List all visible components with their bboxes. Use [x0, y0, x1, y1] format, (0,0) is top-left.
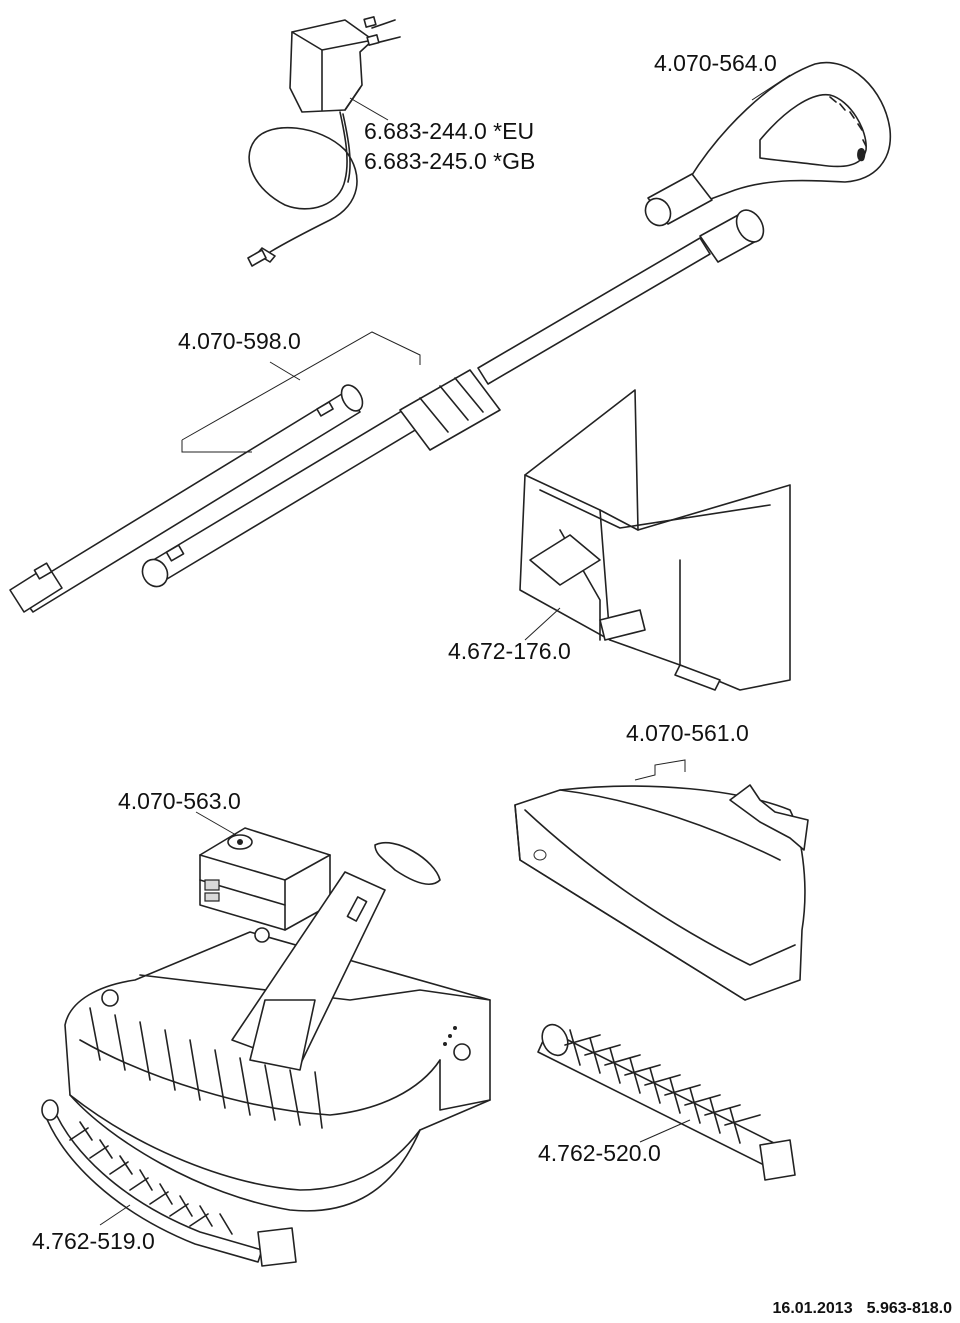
document-footer: 16.01.2013 5.963-818.0: [759, 1300, 952, 1318]
footer-doc-number: 5.963-818.0: [866, 1300, 952, 1317]
small-brush-part: [41, 1099, 297, 1267]
extension-tube-part: [141, 209, 765, 588]
handle-part: [644, 61, 892, 227]
label-charger-eu: 6.683-244.0 *EU: [364, 118, 535, 144]
label-tube: 4.070-598.0: [178, 328, 301, 354]
drip-tray-part: [514, 759, 809, 1001]
label-brush-small: 4.762-519.0: [32, 1228, 155, 1254]
label-bracket: 4.672-176.0: [448, 638, 571, 664]
charger-part: [247, 16, 401, 267]
battery-pack-part: [195, 811, 331, 931]
label-battery: 4.070-563.0: [118, 788, 241, 814]
label-handle: 4.070-564.0: [654, 50, 777, 76]
sweeper-base-part: [64, 842, 491, 1212]
wall-bracket-part: [519, 389, 791, 691]
label-brush-large: 4.762-520.0: [538, 1140, 661, 1166]
large-brush-part: [537, 1023, 796, 1181]
label-charger-gb: 6.683-245.0 *GB: [364, 148, 536, 174]
footer-date: 16.01.2013: [772, 1300, 853, 1317]
label-tray: 4.070-561.0: [626, 720, 749, 746]
short-tube-part: [9, 331, 421, 613]
